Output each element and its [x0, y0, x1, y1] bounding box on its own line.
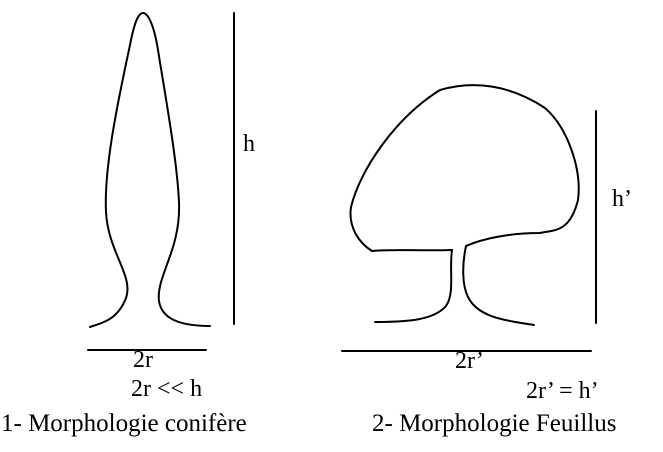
deciduous-trunk-right — [463, 246, 534, 325]
conifer-caption: 1- Morphologie conifère — [1, 411, 247, 436]
deciduous-width-label: 2r’ — [455, 349, 484, 373]
deciduous-relation-label: 2r’ = h’ — [526, 379, 599, 403]
deciduous-caption: 2- Morphologie Feuillus — [372, 411, 616, 436]
conifer-width-label: 2r — [133, 348, 153, 372]
conifer-height-label: h — [243, 132, 255, 156]
conifer-relation-label: 2r << h — [131, 377, 202, 401]
deciduous-crown — [351, 85, 579, 251]
conifer-outline — [90, 13, 210, 327]
deciduous-height-label: h’ — [612, 187, 632, 211]
deciduous-trunk-left — [375, 250, 452, 322]
